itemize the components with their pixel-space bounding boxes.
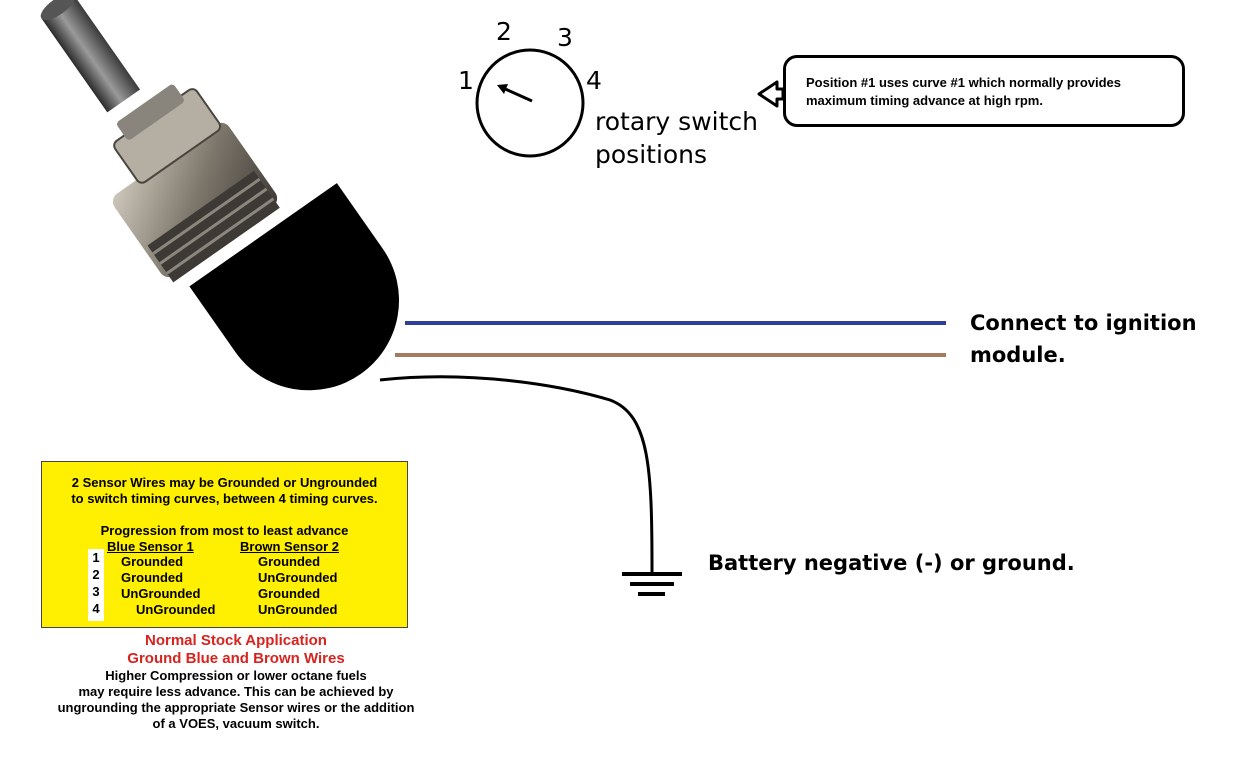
- ground-wire: [379, 375, 654, 573]
- position-1-label: 1: [458, 66, 474, 95]
- row4-blue: UnGrounded: [136, 602, 216, 617]
- switch-collar: [112, 122, 280, 283]
- note-line4: of a VOES, vacuum switch.: [152, 716, 320, 731]
- switch-shaft: [40, 0, 141, 113]
- row1-brown: Grounded: [258, 554, 321, 569]
- switch-body: [189, 183, 400, 391]
- ignition-label-line2: module.: [970, 343, 1066, 367]
- intro-line1: 2 Sensor Wires may be Grounded or Ungrou…: [71, 475, 378, 490]
- position-4-label: 4: [586, 66, 602, 95]
- row3-brown: Grounded: [258, 586, 321, 601]
- row1-blue: Grounded: [121, 554, 184, 569]
- position-callout: Position #1 uses curve #1 which normally…: [783, 55, 1185, 127]
- row-number: 3: [92, 584, 100, 599]
- note-line2: may require less advance. This can be ac…: [78, 684, 394, 699]
- ground-symbol-icon: [622, 572, 682, 596]
- rotary-position-dial: [475, 48, 585, 158]
- rotary-switch-photo: [40, 0, 400, 391]
- callout-arrow-icon: [757, 80, 785, 108]
- ignition-module-label: Connect to ignition module.: [970, 307, 1197, 371]
- row-number: 1: [92, 550, 100, 565]
- row-number: 4: [92, 601, 100, 616]
- position-2-label: 2: [496, 17, 512, 46]
- col-blue-sensor: Blue Sensor 1: [107, 539, 194, 554]
- position-number-column: 1 2 3 4: [88, 549, 104, 621]
- note-line3: ungrounding the appropriate Sensor wires…: [57, 700, 415, 715]
- rotary-switch-positions-label: rotary switch positions: [595, 105, 758, 171]
- col-brown-sensor: Brown Sensor 2: [240, 539, 339, 554]
- application-notes: Normal Stock Application Ground Blue and…: [30, 632, 442, 732]
- row3-blue: UnGrounded: [121, 586, 201, 601]
- callout-line1: Position #1 uses curve #1 which normally…: [806, 75, 1122, 90]
- note-line1: Higher Compression or lower octane fuels: [105, 668, 367, 683]
- row-number: 2: [92, 567, 100, 582]
- progression-heading: Progression from most to least advance: [100, 523, 349, 538]
- sensor-info-box: 2 Sensor Wires may be Grounded or Ungrou…: [41, 461, 408, 628]
- ignition-label-line1: Connect to ignition: [970, 311, 1197, 335]
- callout-line2: maximum timing advance at high rpm.: [806, 93, 1043, 108]
- intro-line2: to switch timing curves, between 4 timin…: [71, 491, 378, 506]
- ground-wires-heading: Ground Blue and Brown Wires: [127, 650, 345, 667]
- rotary-label-line2: positions: [595, 140, 708, 169]
- position-3-label: 3: [557, 23, 573, 52]
- ground-label: Battery negative (-) or ground.: [708, 551, 1075, 575]
- row2-brown: UnGrounded: [258, 570, 338, 585]
- rotary-label-line1: rotary switch: [595, 107, 758, 136]
- row2-blue: Grounded: [121, 570, 184, 585]
- stock-application-heading: Normal Stock Application: [145, 632, 327, 649]
- row4-brown: UnGrounded: [258, 602, 338, 617]
- switch-nut: [113, 84, 222, 184]
